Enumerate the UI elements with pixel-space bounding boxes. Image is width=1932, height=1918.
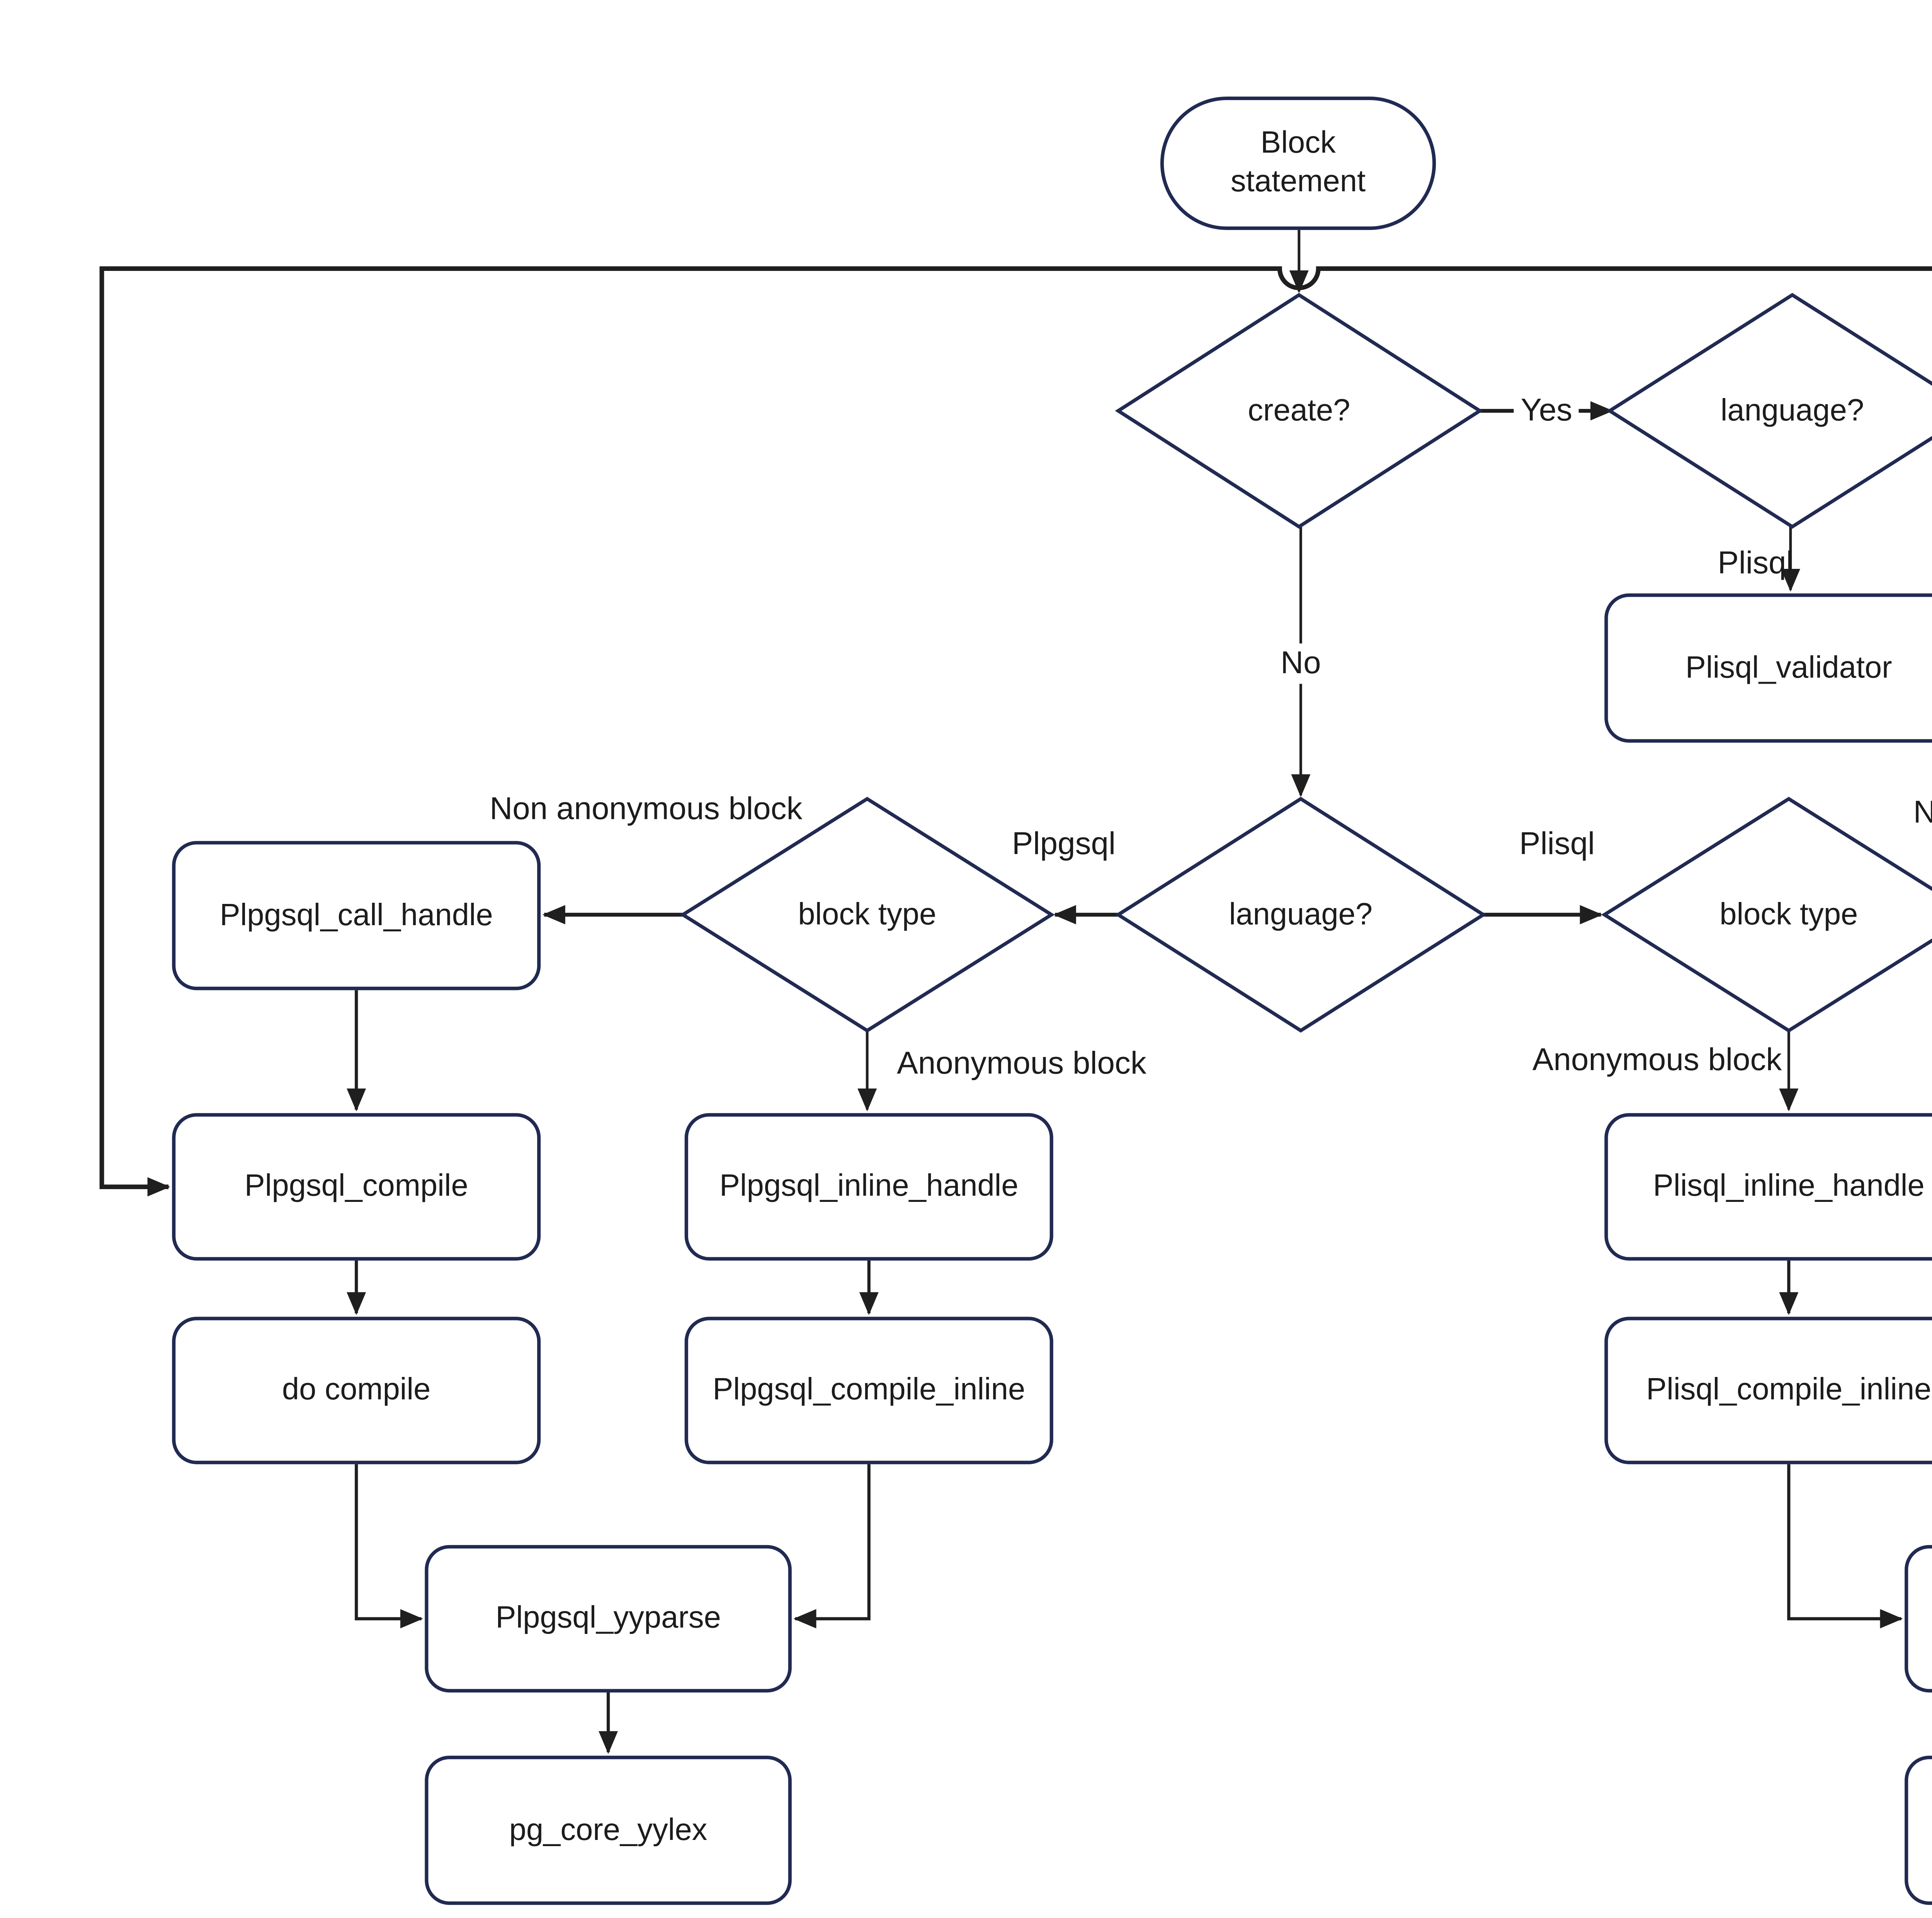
edge-label-yes: Yes: [1514, 390, 1580, 431]
decision-block-type-left: [679, 796, 1055, 1033]
edge-label-anonymous-right: Anonymous block: [1532, 1042, 1782, 1077]
label-block-type-left-decision: block type: [798, 896, 937, 932]
node-block-statement: Block statement: [1160, 96, 1436, 230]
node-plpgsql-yyparse: Plpgsql_yyparse: [425, 1545, 792, 1693]
node-plisql-compile-inline: Plisql_compile_inline: [1604, 1317, 1932, 1464]
edge-label-plisql-top: Plisql: [1718, 545, 1793, 580]
node-plpgsql-call-handle: Plpgsql_call_handle: [172, 841, 541, 990]
node-ora-core-yylex: ora_core_yylex: [1905, 1756, 1932, 1905]
edge-label-non-anonymous-left: Non anonymous block: [490, 791, 803, 826]
decision-language-mid: [1115, 796, 1487, 1033]
node-plpgsql-inline-handle: Plpgsql_inline_handle: [684, 1113, 1053, 1261]
edge-plpgsql-compile-inline-to-yyparse: [793, 1464, 871, 1629]
edge-label-non-anonymous-right: Non anonymous block: [1913, 795, 1932, 831]
label-block-type-right-decision: block type: [1719, 896, 1858, 932]
edge-label-plisql-mid: Plisql: [1519, 826, 1595, 861]
decision-language-top: [1606, 293, 1932, 529]
label-language-mid-decision: language?: [1229, 896, 1373, 932]
label-language-top-decision: language?: [1720, 392, 1864, 428]
node-do-compile-left: do compile: [172, 1317, 541, 1464]
node-plisql-inline-handle: Plisql_inline_handle: [1604, 1113, 1932, 1261]
edge-do-compile-left-to-yyparse: [355, 1464, 423, 1629]
node-plpgsql-compile: Plpgsql_compile: [172, 1113, 541, 1261]
node-plisql-validator: Plisql_validator: [1604, 593, 1932, 743]
node-plisql-yyparse: Plisql_yyparse: [1905, 1545, 1932, 1693]
edge-label-plpgsql-mid: Plpgsql: [1012, 826, 1116, 861]
decision-create: [1115, 293, 1483, 529]
edge-label-anonymous-left: Anonymous block: [897, 1045, 1146, 1081]
node-plpgsql-compile-inline: Plpgsql_compile_inline: [684, 1317, 1053, 1464]
decision-block-type-right: [1601, 796, 1932, 1033]
label-create-decision: create?: [1248, 392, 1350, 428]
node-pg-core-yylex: pg_core_yylex: [425, 1756, 792, 1905]
edge-label-no: No: [1273, 643, 1328, 684]
edge-plisql-compile-inline-to-yyparse: [1787, 1464, 1903, 1629]
